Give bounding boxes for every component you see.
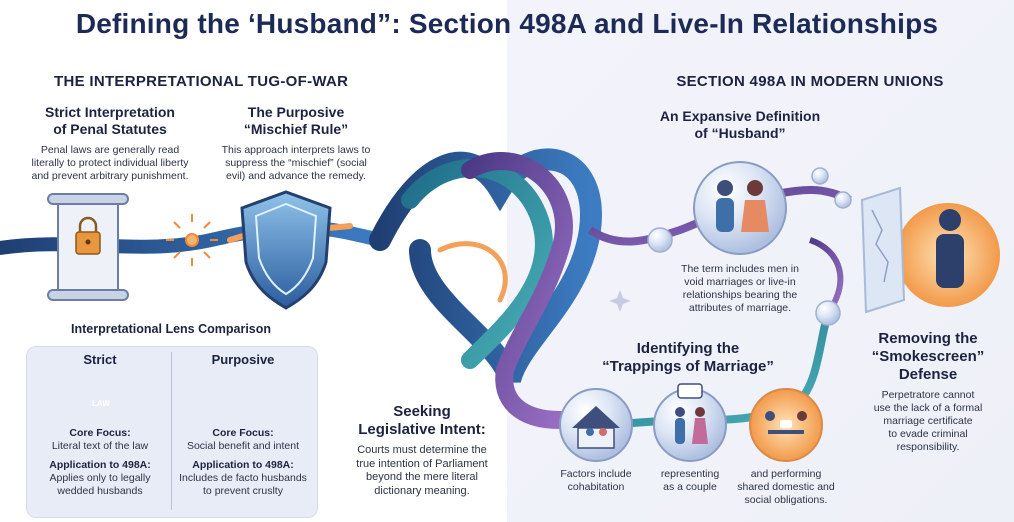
factor-obligations: and performing shared domestic and socia…	[730, 468, 842, 507]
smokescreen-body-line3: marriage certificate	[883, 415, 973, 427]
bubble-small-2	[815, 300, 841, 326]
intent-body-line2: true intention of Parliament	[356, 457, 488, 470]
bubble-small-3	[811, 167, 829, 185]
factor3-line3: social obligations.	[744, 494, 828, 506]
smokescreen-block: Removing the “Smokescreen” Defense Perpe…	[848, 330, 1008, 454]
purposive-heading-line1: The Purposive	[247, 104, 345, 120]
shield-icon	[240, 190, 332, 310]
couple-bubble-icon	[693, 161, 787, 255]
lens-heading: Interpretational Lens Comparison	[70, 322, 272, 336]
couple-walking-icon	[653, 383, 727, 462]
lens-purposive-app-line2: to prevent cruslty	[203, 485, 283, 497]
smokescreen-body-line5: responsibility.	[896, 441, 960, 453]
intent-body-line1: Courts must determine the	[357, 444, 487, 456]
lens-purposive-core-value: Social benefit and intent	[186, 440, 300, 452]
lens-purposive-column: Purposive Core Focus: Social benefit and…	[172, 352, 314, 498]
lens-strict-core-value: Literal text of the law	[51, 440, 149, 452]
smokescreen-body-line1: Perpetratore cannot	[881, 389, 975, 401]
lens-purposive-app-line1: Includes de facto husbands	[179, 472, 307, 484]
intent-block: Seeking Legislative Intent: Courts must …	[338, 403, 506, 498]
strict-heading-line2: of Penal Statutes	[53, 121, 167, 137]
lens-strict-heading: Strict	[83, 352, 117, 367]
scroll-icon	[47, 193, 129, 301]
intent-heading-line2: Legislative Intent:	[358, 421, 486, 438]
trappings-heading-line2: “Trappings of Marriage”	[602, 358, 774, 375]
smokescreen-body-line4: to evade criminal	[888, 428, 968, 440]
strict-body-line2: literally to protect individual liberty	[31, 157, 189, 169]
factor3-line1: and performing	[750, 468, 822, 480]
intent-heading-line1: Seeking	[393, 403, 451, 420]
strict-block: Strict Interpretation of Penal Statutes …	[10, 104, 210, 183]
expansive-heading-line1: An Expansive Definition	[659, 108, 821, 124]
lens-purposive-core-label: Core Focus:	[212, 427, 274, 439]
factor2-line1: representing	[660, 468, 720, 480]
lens-strict-app-line2: wedded husbands	[57, 485, 143, 497]
expansive-heading-block: An Expansive Definition of “Husband”	[630, 108, 850, 142]
lens-purposive-app-label: Application to 498A:	[192, 459, 294, 471]
purposive-body-line3: evil) and advance the remedy.	[226, 170, 366, 182]
strict-heading-line1: Strict Interpretation	[45, 104, 175, 120]
smokescreen-heading-line1: Removing the	[878, 330, 978, 347]
factor-cohabitation: Factors include cohabitation	[546, 468, 646, 494]
dining-bubble-icon	[749, 388, 823, 462]
smokescreen-body-line2: use the lack of a formal	[873, 402, 983, 414]
lens-purposive-heading: Purposive	[211, 352, 275, 367]
expansive-body-line1: The term includes men in	[681, 263, 799, 275]
heart-knot-icon	[369, 148, 602, 429]
factor-couple: representing as a couple	[640, 468, 740, 494]
bubble-small-4	[834, 191, 852, 209]
expansive-heading-line2: of “Husband”	[694, 125, 786, 141]
sparkle-icon	[609, 290, 631, 312]
trappings-heading-line1: Identifying the	[636, 340, 740, 357]
house-bubble-icon	[559, 388, 633, 462]
factor1-line1: Factors include	[560, 468, 632, 480]
expansive-body-line2: void marriages or live-in	[684, 276, 796, 288]
lens-strict-core-label: Core Focus:	[69, 427, 131, 439]
left-section-heading: THE INTERPRETATIONAL TUG-OF-WAR	[54, 73, 349, 90]
lens-divider	[171, 352, 172, 510]
page-title: Defining the ‘Husband”: Section 498A and…	[75, 8, 939, 39]
strict-body-line1: Penal laws are generally read	[40, 144, 180, 156]
trappings-heading-block: Identifying the “Trappings of Marriage”	[578, 340, 798, 376]
expansive-body-line4: attributes of marriage.	[688, 302, 792, 314]
purposive-body-line1: This approach interprets laws to	[221, 144, 371, 156]
smokescreen-heading-line3: Defense	[898, 366, 958, 383]
expansive-body-line3: relationships bearing the	[682, 289, 798, 301]
factor3-line2: shared domestic and	[737, 481, 835, 493]
factor1-line2: cohabitation	[567, 481, 625, 493]
right-section-heading: SECTION 498A IN MODERN UNIONS	[676, 73, 944, 90]
lens-strict-app-line1: Applies only to legally	[49, 472, 151, 484]
factor2-line2: as a couple	[663, 481, 717, 493]
lens-strict-app-label: Application to 498A:	[49, 459, 151, 471]
smokescreen-figure-icon	[860, 186, 1000, 314]
book-label: LAW	[92, 399, 110, 408]
right-ribbon-loop	[808, 237, 844, 312]
intent-body-line3: beyond the mere literal	[366, 471, 478, 483]
purposive-heading-line2: “Mischief Rule”	[243, 121, 349, 137]
lens-comparison-box	[26, 346, 318, 518]
bubble-small-1	[647, 227, 673, 253]
purposive-block: The Purposive “Mischief Rule” This appro…	[196, 104, 396, 183]
intent-body-line4: dictionary meaning.	[374, 484, 470, 497]
strict-body-line3: and prevent arbitrary punishment.	[31, 170, 189, 182]
spark-icon	[166, 214, 218, 266]
lens-strict-column: Strict LAW Core Focus: Literal text of t…	[30, 352, 170, 498]
expansive-body-block: The term includes men in void marriages …	[660, 263, 820, 315]
purposive-body-line2: suppress the “mischief” (social	[225, 157, 367, 169]
smokescreen-heading-line2: “Smokescreen”	[871, 348, 985, 365]
